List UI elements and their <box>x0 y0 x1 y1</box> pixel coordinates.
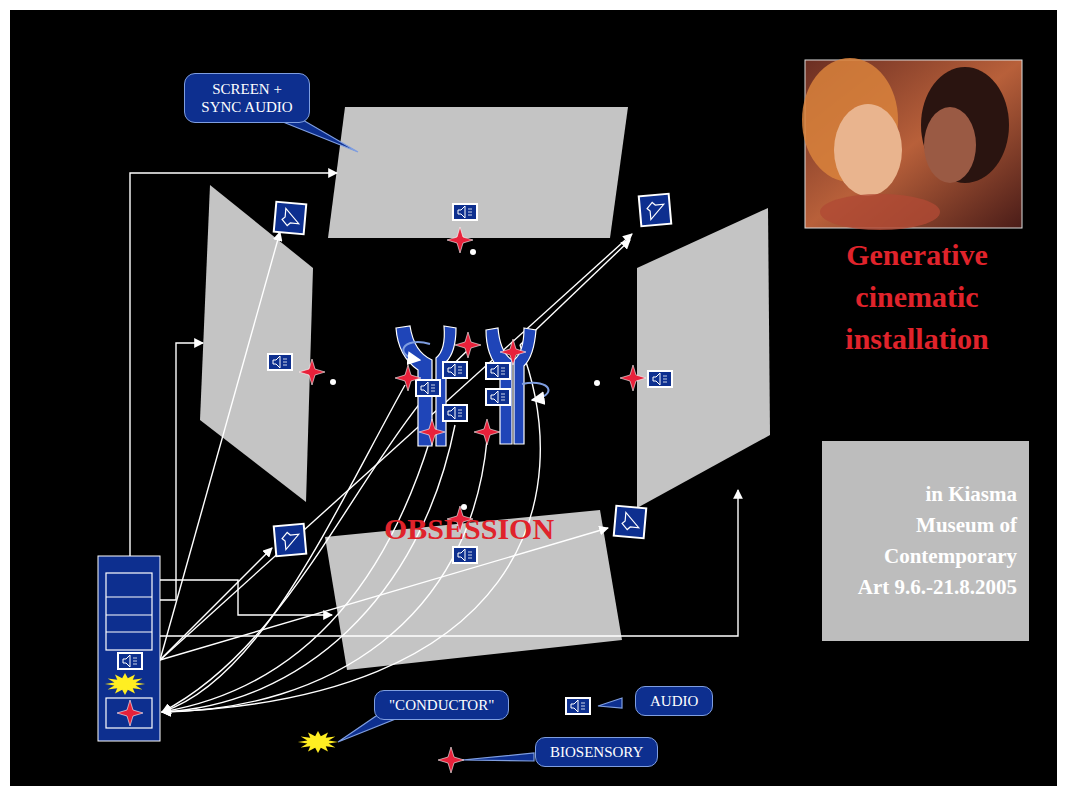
audio-symbol <box>566 698 590 714</box>
signal-wire <box>130 173 337 572</box>
audio-symbol <box>443 405 467 421</box>
conductor-symbol <box>105 673 145 695</box>
sensor-dot <box>330 379 336 385</box>
speaker-symbol <box>260 188 320 248</box>
legend-text: AUDIO <box>650 693 698 709</box>
rack-module <box>106 698 152 728</box>
legend-callout: AUDIO <box>635 686 713 716</box>
sensor-dot <box>594 380 600 386</box>
biosensor-symbol <box>500 339 526 365</box>
callout-tail <box>598 698 622 708</box>
signal-wire <box>160 232 280 660</box>
audio-symbol <box>268 354 292 370</box>
sensor-wire <box>162 440 487 712</box>
screen <box>637 208 770 508</box>
biosensor-symbol <box>447 227 473 253</box>
title-text: Generative cinematic installation <box>812 234 1022 360</box>
audio-symbol <box>648 371 672 387</box>
callout-box: SCREEN + SYNC AUDIO <box>184 73 310 123</box>
rack-module <box>106 597 152 632</box>
audio-symbol <box>453 547 477 563</box>
audio-symbol <box>443 362 467 378</box>
sensor-dot <box>470 249 476 255</box>
rack-module <box>106 573 152 650</box>
node-text: in Kiasma Museum of Contemporary Art 9.6… <box>852 479 1017 603</box>
biosensor-symbol <box>299 359 325 385</box>
speaker-symbol <box>625 180 685 240</box>
screen <box>328 107 628 238</box>
biosensor-symbol <box>455 332 481 358</box>
info-box: in Kiasma Museum of Contemporary Art 9.6… <box>822 441 1029 641</box>
audio-symbol <box>486 389 510 405</box>
legend-text: "CONDUCTOR" <box>389 697 494 713</box>
background <box>10 10 1057 786</box>
audio-symbol <box>486 363 510 379</box>
speaker-symbol <box>600 492 660 552</box>
signal-wire <box>160 234 632 660</box>
biosensor-symbol <box>620 365 646 391</box>
legend-callout: BIOSENSORY <box>535 737 658 767</box>
signal-wire <box>520 240 630 345</box>
signal-wire <box>160 343 203 600</box>
rotation-arrow <box>403 342 430 360</box>
speaker-symbol <box>260 510 320 570</box>
audio-symbol <box>118 653 142 669</box>
callout-tail <box>462 753 534 761</box>
biosensor-symbol <box>438 747 464 773</box>
node-text: SCREEN + SYNC AUDIO <box>195 80 299 116</box>
legend-callout: "CONDUCTOR" <box>374 690 509 720</box>
biosensor-symbol <box>117 700 143 726</box>
biosensor-symbol <box>419 419 445 445</box>
biosensor-symbol <box>395 365 421 391</box>
sensor-wire <box>162 440 430 712</box>
legend-text: BIOSENSORY <box>550 744 643 760</box>
biosensor-symbol <box>474 419 500 445</box>
work-title: OBSESSION <box>384 511 1067 547</box>
rotation-arrow <box>522 383 548 400</box>
signal-wire <box>108 490 738 636</box>
sensor-wire <box>162 385 405 712</box>
sensor-dot <box>461 504 467 510</box>
photo <box>802 58 1022 230</box>
seat-symbol <box>486 328 512 444</box>
audio-symbol <box>453 204 477 220</box>
conductor-symbol <box>298 731 338 753</box>
audio-symbol <box>416 380 440 396</box>
seat-symbol <box>514 328 536 444</box>
control-rack <box>98 556 160 741</box>
